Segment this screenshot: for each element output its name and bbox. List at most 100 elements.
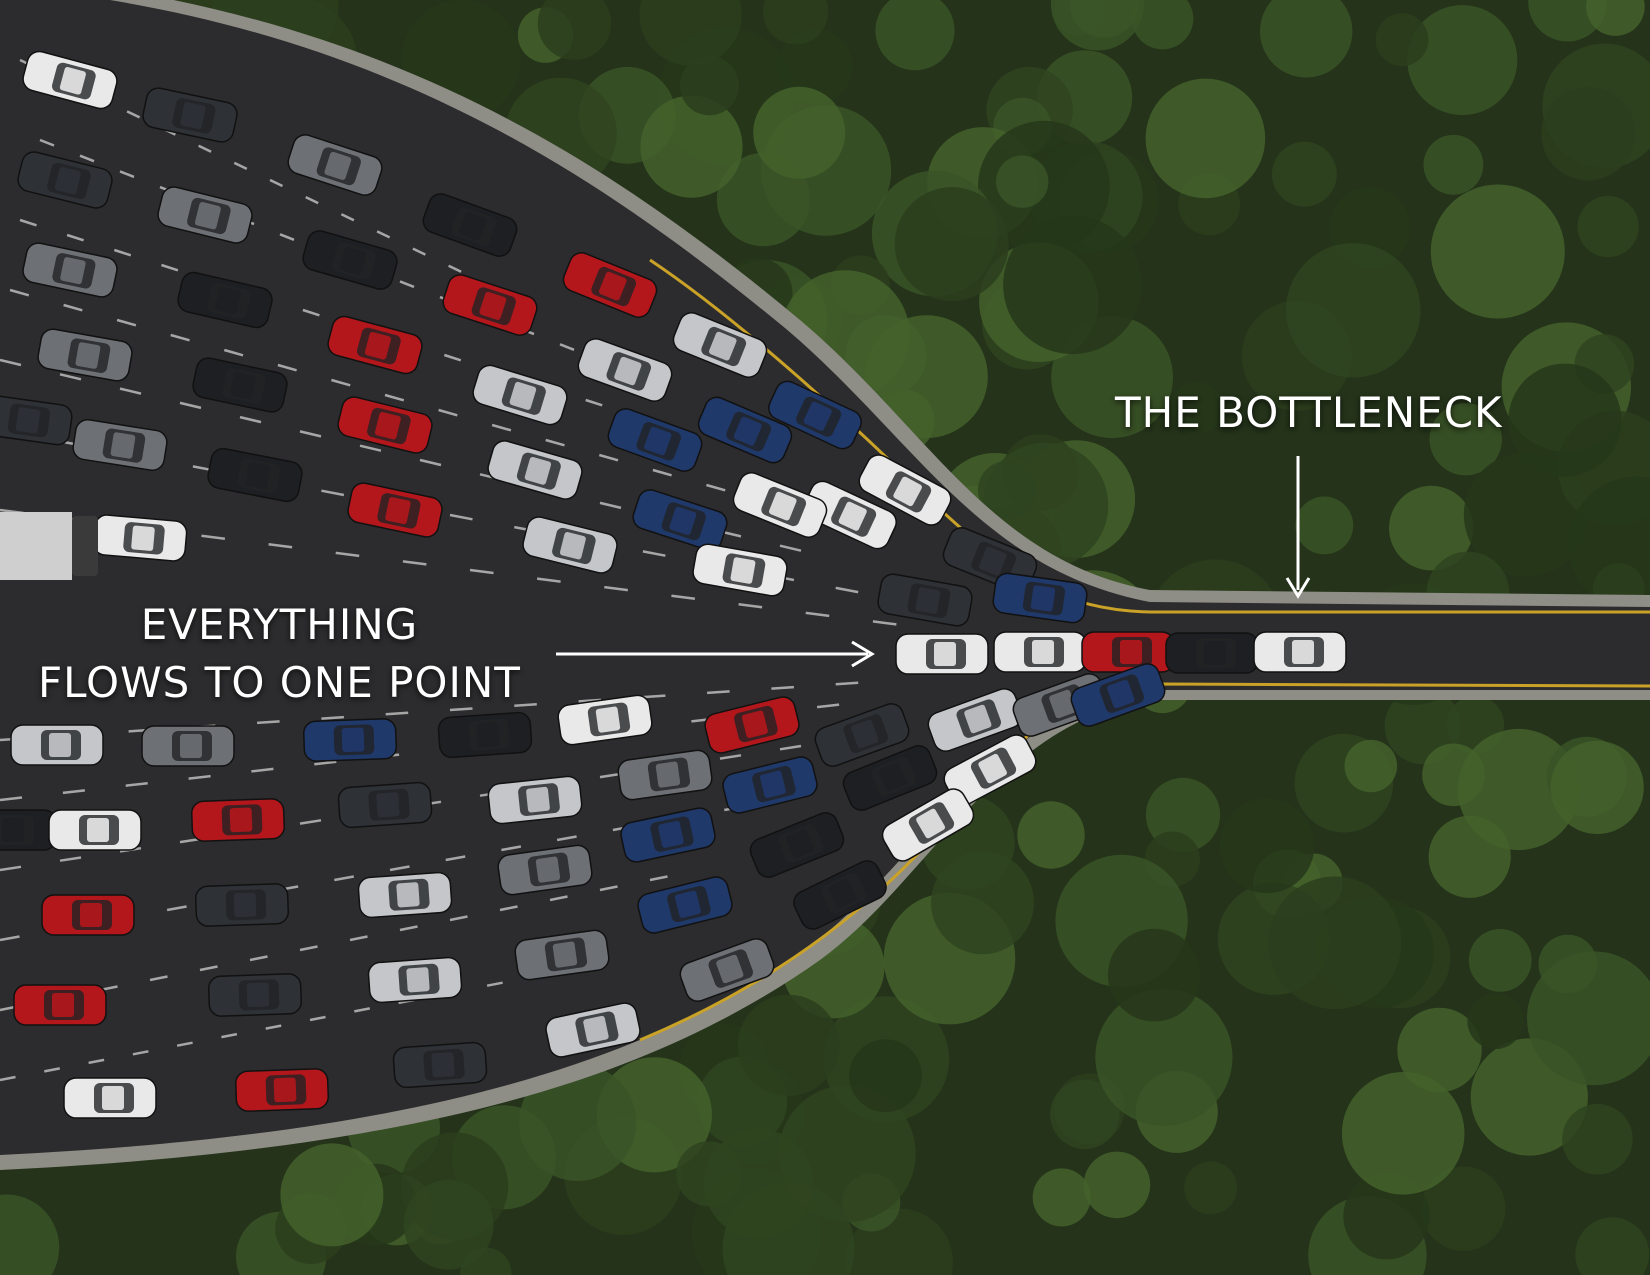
tree: [1463, 452, 1588, 577]
tree: [778, 1085, 916, 1223]
lane-dash: [305, 195, 319, 205]
car: [1165, 632, 1259, 674]
lane-dash: [309, 1015, 326, 1022]
lane-dash: [399, 925, 418, 932]
lane-dash: [816, 703, 840, 709]
lane-dash: [449, 707, 473, 712]
tree: [1467, 992, 1524, 1050]
tree: [931, 851, 1034, 955]
car: [497, 844, 593, 896]
lane-dash: [536, 577, 561, 583]
car: [577, 338, 673, 402]
car: [437, 711, 533, 759]
tree: [1586, 0, 1645, 36]
lane-dash: [449, 915, 468, 922]
lane-dash: [835, 586, 859, 594]
lane-dash: [0, 865, 22, 872]
tree: [703, 1128, 814, 1239]
car: [722, 756, 818, 814]
lane-dash: [399, 280, 415, 289]
car: [17, 151, 113, 209]
lane-dash: [161, 263, 179, 272]
lane-dash: [0, 1075, 16, 1082]
car: [0, 394, 73, 446]
lane-dash: [88, 1058, 105, 1065]
lane-dash: [491, 423, 512, 432]
lane-dash: [448, 264, 462, 273]
tree: [1375, 13, 1429, 67]
lane-dash: [738, 603, 763, 609]
lane-dash: [501, 845, 522, 852]
lane-dash: [277, 363, 297, 372]
lane-dash: [331, 378, 351, 387]
lane-dash: [805, 611, 830, 618]
lane-dash: [419, 458, 442, 467]
tree: [894, 187, 1009, 302]
car: [522, 516, 618, 574]
lane-dash: [299, 430, 322, 438]
car: [732, 472, 828, 538]
lane-dash: [79, 154, 95, 163]
car: [347, 482, 443, 538]
lane-dash: [671, 594, 696, 600]
car: [992, 572, 1088, 624]
car: [37, 328, 133, 382]
tree: [1562, 1103, 1633, 1175]
lane-dash: [269, 178, 284, 188]
lane-dash: [0, 935, 20, 942]
lane-dash: [771, 685, 794, 690]
car: [337, 396, 433, 454]
car: [1253, 631, 1347, 673]
tree: [1468, 929, 1532, 992]
lane-dash: [719, 754, 742, 760]
lane-dash: [251, 767, 274, 773]
car: [357, 871, 453, 919]
tree: [1017, 801, 1085, 869]
tree: [1389, 485, 1474, 571]
lane-dash: [642, 694, 666, 699]
lane-dash: [257, 720, 280, 725]
lane-dash: [299, 819, 322, 825]
tree: [1577, 196, 1639, 258]
lane-dash: [412, 247, 426, 256]
car: [672, 312, 768, 378]
car: [192, 357, 288, 413]
tree: [996, 155, 1049, 208]
lane-dash: [349, 935, 368, 942]
lane-dash: [125, 781, 148, 787]
lane-dash: [321, 489, 345, 497]
tree: [1541, 86, 1635, 181]
lane-dash: [599, 772, 622, 779]
car: [337, 781, 433, 829]
tree: [849, 1039, 922, 1113]
car: [190, 798, 286, 842]
tree: [640, 95, 743, 198]
lane-dash: [385, 711, 409, 716]
car: [207, 973, 303, 1017]
tree: [537, 0, 612, 60]
tree: [1107, 928, 1201, 1022]
lane-dash: [585, 398, 603, 407]
lane-dash: [44, 1067, 61, 1073]
car: [48, 809, 142, 851]
lane-dash: [279, 233, 295, 241]
car: [842, 745, 938, 811]
lane-dash: [340, 213, 355, 222]
lane-dash: [556, 835, 577, 842]
lane-dash: [486, 981, 503, 987]
tree: [737, 994, 840, 1096]
tree: [777, 28, 853, 104]
tree: [1407, 5, 1518, 116]
car: [803, 480, 897, 550]
lane-dash: [176, 1041, 193, 1047]
lane-dash: [443, 353, 462, 362]
lane-dash: [59, 373, 82, 381]
tree: [1095, 988, 1233, 1126]
lane-dash: [779, 544, 802, 552]
arrow-to-bottleneck: [1285, 456, 1311, 599]
lane-dash: [198, 144, 212, 153]
lane-dash: [545, 438, 565, 447]
lane-dash: [469, 568, 494, 575]
lane-dash: [642, 550, 666, 557]
